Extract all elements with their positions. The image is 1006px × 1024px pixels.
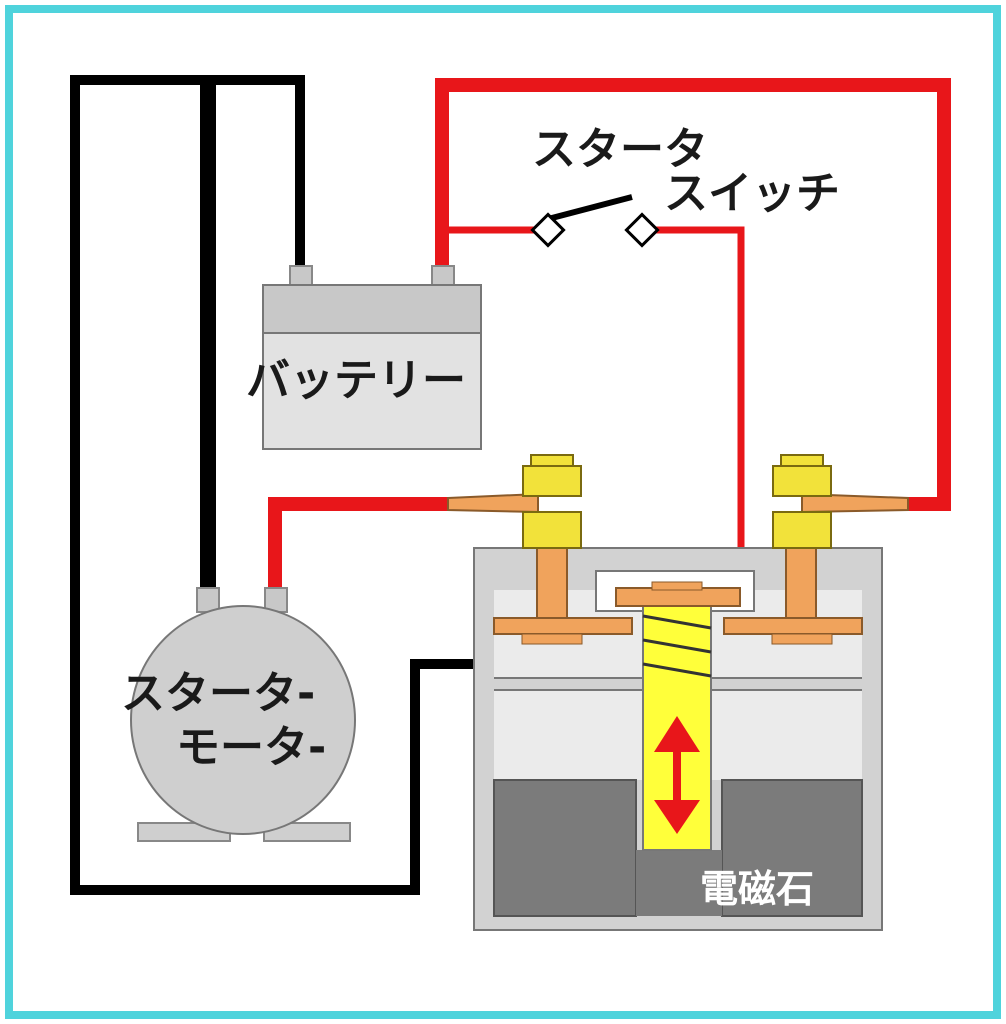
starter-switch <box>530 194 660 248</box>
bolt-right <box>772 454 832 549</box>
movable-contact-plate <box>615 587 741 607</box>
fixed-contact-right <box>723 617 863 635</box>
terminal-post-right <box>785 547 817 621</box>
starter-switch-label-line1: スタータ <box>532 124 708 175</box>
solenoid <box>447 454 909 931</box>
plunger-movement-arrow <box>654 716 700 834</box>
terminal-tab-right <box>801 492 909 514</box>
terminal-post-left <box>536 547 568 621</box>
switch-contact-right <box>624 212 660 248</box>
coil-block-right <box>721 779 863 917</box>
battery-top <box>262 284 482 334</box>
battery <box>262 265 482 450</box>
spring <box>642 614 712 678</box>
coil-block-bottom <box>636 850 722 916</box>
motor-body <box>130 605 356 835</box>
battery-label: バッテリー <box>246 355 466 406</box>
starter-motor <box>130 587 356 842</box>
electromagnet-label: 電磁石 <box>700 867 814 911</box>
contact-plate-right-lower <box>771 633 833 645</box>
contact-plate-left-lower <box>521 633 583 645</box>
coil-block-left <box>493 779 637 917</box>
fixed-contact-left <box>493 617 633 635</box>
starter-motor-label-line1: スタータ- <box>121 668 315 719</box>
battery-terminal-negative <box>289 265 313 287</box>
movable-contact-cap <box>651 581 703 591</box>
starter-motor-label-line2: モータ- <box>176 722 326 773</box>
bolt-left <box>522 454 582 549</box>
starter-switch-label-line2: スイッチ <box>664 168 840 219</box>
battery-terminal-positive <box>431 265 455 287</box>
switch-contact-left <box>530 212 566 248</box>
